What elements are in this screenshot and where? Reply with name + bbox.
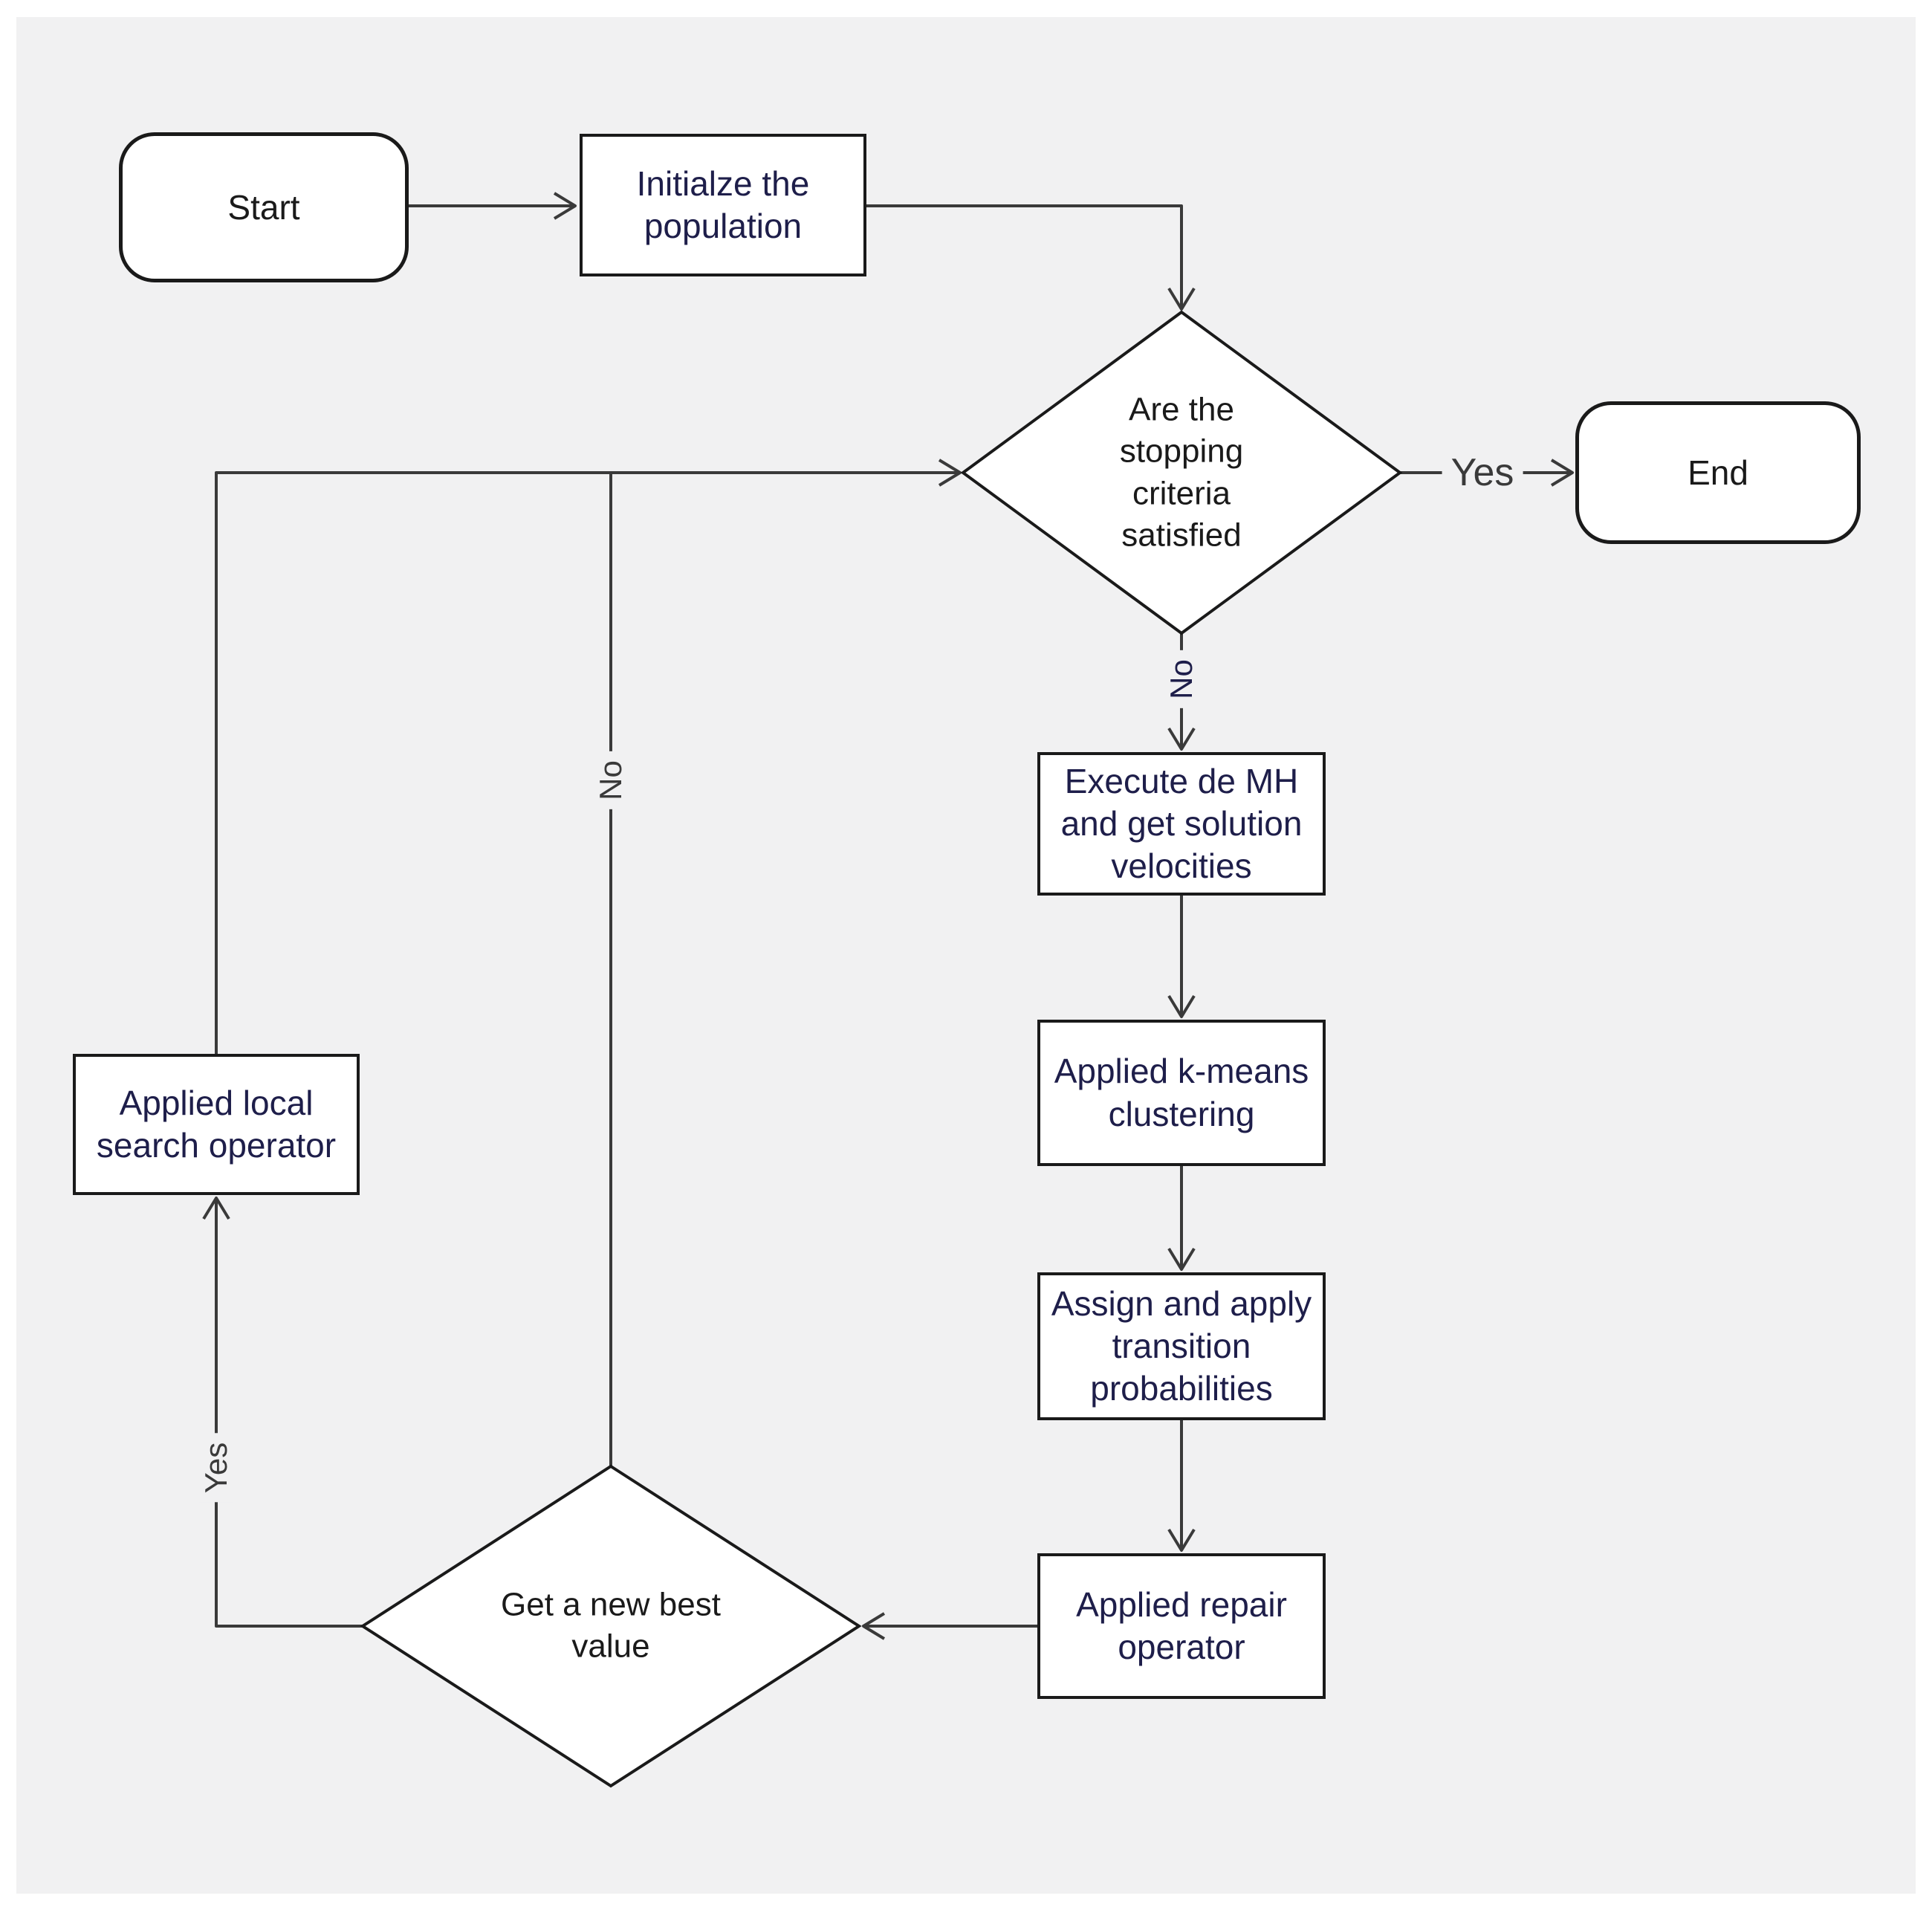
decision-new-best-value [360, 1464, 862, 1788]
node-end: End [1575, 401, 1861, 544]
node-start: Start [119, 132, 409, 282]
edge-label-yes: Yes [1442, 452, 1523, 493]
edge-label-no-loop: No [593, 751, 628, 809]
edge-loop-to-stopping [215, 471, 959, 1054]
arrowhead-right [1550, 459, 1574, 487]
arrowhead-down [1167, 1247, 1196, 1271]
edge-newbest-localsearch-yes [215, 1200, 363, 1628]
arrowhead-down [1167, 727, 1196, 751]
arrowhead-up [202, 1197, 230, 1220]
node-execute-mh: Execute de MH and get solution velocitie… [1037, 752, 1326, 896]
arrowhead-down [1167, 994, 1196, 1018]
arrowhead-left [862, 1612, 886, 1640]
arrowhead-down [1167, 287, 1196, 311]
node-stopping-criteria-label: Are the stopping criteria satisfied [1119, 391, 1244, 554]
arrowhead-right [553, 192, 577, 220]
node-kmeans-clustering: Applied k-means clustering [1037, 1020, 1326, 1166]
node-transition-probabilities: Assign and apply transition probabilitie… [1037, 1272, 1326, 1420]
node-repair-operator: Applied repair operator [1037, 1553, 1326, 1699]
edge-initialize-stopping [866, 204, 1183, 308]
node-new-best-value-label: Get a new best value [501, 1586, 721, 1665]
arrowhead-down [1167, 1528, 1196, 1552]
node-local-search-operator: Applied local search operator [73, 1054, 360, 1195]
node-initialize-population: Initialze the population [580, 134, 866, 276]
edge-label-no: No [1164, 650, 1199, 708]
canvas-panel [16, 17, 1916, 1894]
edge-label-yes-loop: Yes [198, 1433, 233, 1503]
arrowhead-right [938, 459, 962, 487]
decision-stopping-criteria [960, 310, 1403, 635]
